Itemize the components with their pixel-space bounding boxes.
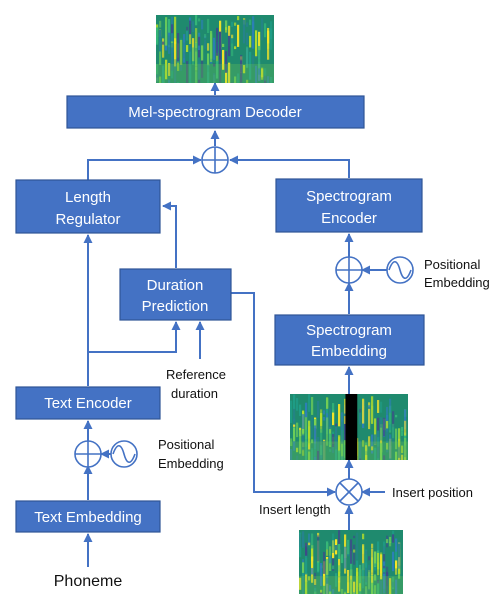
block-text-encoder: Text Encoder [15, 386, 161, 420]
spectrogram-image [290, 394, 408, 460]
mel-decoder-label: Mel-spectrogram Decoder [128, 104, 301, 121]
sine-wave-icon [110, 440, 138, 468]
block-length-regulator: Length Regulator [15, 179, 161, 234]
arrow-spectrogram-encoder-to-adder [229, 155, 350, 178]
reference-duration-label-line2: duration [171, 386, 218, 401]
circle-plus-icon [335, 256, 363, 284]
block-text-embedding: Text Embedding [15, 500, 161, 533]
phoneme-label: Phoneme [54, 573, 123, 590]
sine-wave-icon [386, 256, 414, 284]
block-spectrogram-embedding: Spectrogram Embedding [274, 314, 425, 366]
spectrogram-image [156, 15, 274, 83]
arrow-duration-to-length-regulator [162, 201, 177, 268]
spectrogram-embedding-label-line1: Spectrogram [306, 322, 392, 339]
reference-duration-label-line1: Reference [166, 367, 226, 382]
block-duration-prediction: Duration Prediction [119, 268, 232, 321]
positional-embedding-label-line2: Embedding [158, 456, 224, 471]
circle-times-icon [335, 478, 363, 506]
insert-position-label: Insert position [392, 485, 473, 500]
arrow-text-encoder-to-duration [88, 321, 181, 353]
length-regulator-label-line1: Length [65, 189, 111, 206]
spectrogram-embedding-label-line2: Embedding [311, 343, 387, 360]
spectrogram-image [299, 530, 403, 594]
length-regulator-label-line2: Regulator [55, 211, 120, 228]
positional-embedding-label-line1: Positional [158, 437, 214, 452]
positional-embedding-label-line2: Embedding [424, 275, 490, 290]
arrow-duration-to-multiplier [231, 292, 336, 497]
text-embedding-label: Text Embedding [34, 509, 142, 526]
block-spectrogram-encoder: Spectrogram Encoder [275, 178, 423, 233]
insert-length-label: Insert length [259, 502, 331, 517]
spectrogram-encoder-label-line2: Encoder [321, 210, 377, 227]
block-mel-decoder: Mel-spectrogram Decoder [66, 95, 365, 129]
circle-plus-icon [201, 146, 229, 174]
spectrogram-encoder-label-line1: Spectrogram [306, 188, 392, 205]
arrow-length-regulator-to-adder [87, 155, 202, 180]
connector-lines [83, 82, 387, 567]
positional-embedding-label-line1: Positional [424, 257, 480, 272]
duration-prediction-label-line1: Duration [147, 277, 204, 294]
text-encoder-label: Text Encoder [44, 395, 132, 412]
duration-prediction-label-line2: Prediction [142, 298, 209, 315]
circle-plus-icon [74, 440, 102, 468]
